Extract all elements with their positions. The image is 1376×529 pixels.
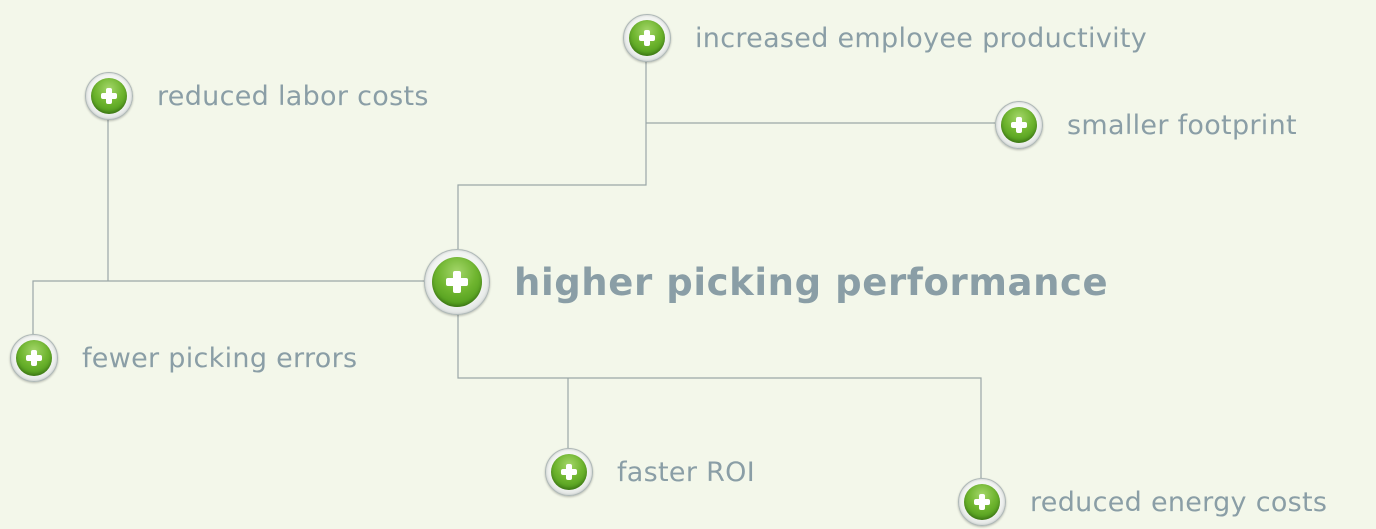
node-fewer-picking-errors[interactable]: fewer picking errors: [10, 334, 357, 382]
benefit-label: smaller footprint: [1067, 109, 1297, 141]
node-increased-employee-productivity[interactable]: increased employee productivity: [623, 14, 1147, 62]
benefit-label: reduced energy costs: [1030, 486, 1328, 518]
node-higher-picking-performance[interactable]: higher picking performance: [424, 249, 1108, 315]
center-label: higher picking performance: [514, 260, 1109, 304]
benefit-label: faster ROI: [617, 456, 755, 488]
node-reduced-labor-costs[interactable]: reduced labor costs: [85, 72, 429, 120]
plus-icon: [623, 14, 671, 62]
plus-icon: [958, 478, 1006, 526]
node-reduced-energy-costs[interactable]: reduced energy costs: [958, 478, 1327, 526]
plus-icon: [10, 334, 58, 382]
plus-icon: [995, 101, 1043, 149]
plus-icon: [545, 448, 593, 496]
benefit-label: fewer picking errors: [82, 342, 358, 374]
benefit-label: reduced labor costs: [157, 80, 429, 112]
connector-center-to-bottom: [457, 313, 982, 478]
plus-icon: [424, 249, 490, 315]
node-faster-roi[interactable]: faster ROI: [545, 448, 755, 496]
connector-center-to-productivity: [457, 60, 647, 249]
plus-icon: [85, 72, 133, 120]
connector-center-to-left: [32, 280, 424, 334]
benefit-label: increased employee productivity: [695, 22, 1148, 54]
node-smaller-footprint[interactable]: smaller footprint: [995, 101, 1297, 149]
